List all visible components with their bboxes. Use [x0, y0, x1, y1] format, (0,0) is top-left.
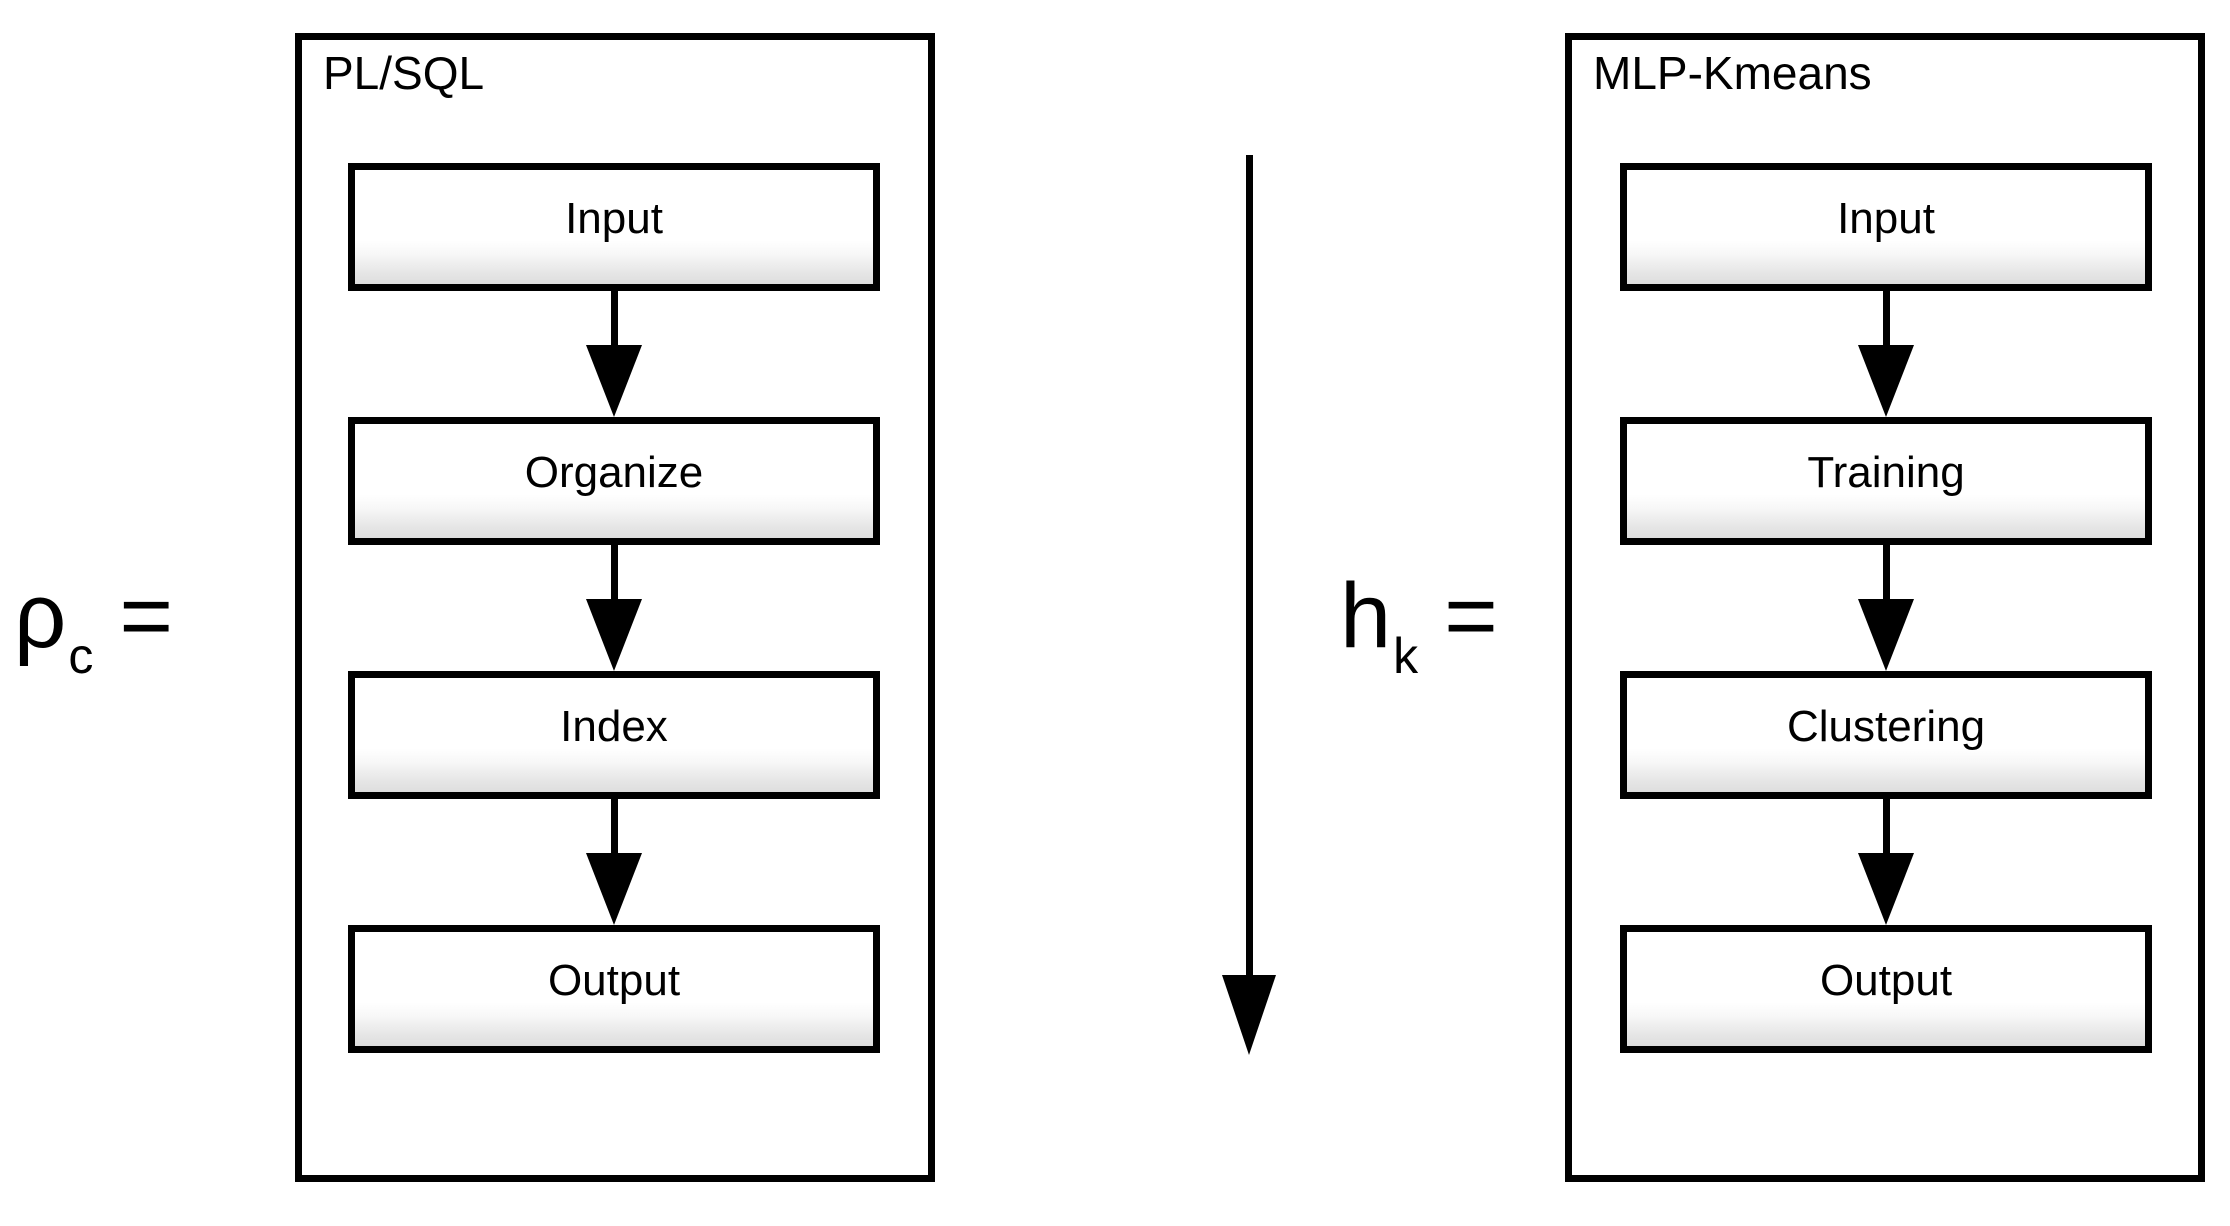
- arrow-head-icon: [1858, 345, 1914, 417]
- right-step-box-clustering[interactable]: Clustering: [1620, 671, 2152, 799]
- arrow-stem: [611, 545, 618, 601]
- left-step-label-output: Output: [547, 956, 681, 1005]
- left-equation-subscript: c: [68, 628, 94, 684]
- right-panel-title: MLP-Kmeans: [1593, 47, 1872, 99]
- arrow-head-icon: [586, 853, 642, 925]
- right-arrow-input-to-training: [1858, 291, 1914, 417]
- middle-equation-subscript: k: [1393, 628, 1419, 684]
- left-step-box-index[interactable]: Index: [348, 671, 880, 799]
- left-equation-label: ρ c =: [14, 565, 174, 681]
- right-step-box-output[interactable]: Output: [1620, 925, 2152, 1053]
- right-step-label-output: Output: [1819, 956, 1953, 1005]
- middle-equation-variable: h: [1340, 565, 1392, 667]
- middle-equation-operator: =: [1444, 565, 1498, 667]
- arrow-head-icon: [1222, 975, 1276, 1055]
- left-arrow-organize-to-index: [586, 545, 642, 671]
- arrow-stem: [1883, 291, 1890, 347]
- right-arrow-clustering-to-output: [1858, 799, 1914, 925]
- right-step-box-training[interactable]: Training: [1620, 417, 2152, 545]
- right-step-label-clustering: Clustering: [1786, 702, 1986, 751]
- left-step-box-input[interactable]: Input: [348, 163, 880, 291]
- right-step-box-input[interactable]: Input: [1620, 163, 2152, 291]
- arrow-stem: [611, 291, 618, 347]
- left-step-label-organize: Organize: [524, 448, 704, 497]
- arrow-head-icon: [586, 599, 642, 671]
- right-step-label-training: Training: [1807, 448, 1965, 497]
- right-arrow-training-to-clustering: [1858, 545, 1914, 671]
- arrow-stem: [1246, 155, 1253, 977]
- middle-equation-label: h k =: [1340, 565, 1498, 681]
- left-step-label-input: Input: [565, 194, 663, 243]
- left-step-box-organize[interactable]: Organize: [348, 417, 880, 545]
- arrow-stem: [1883, 799, 1890, 855]
- right-step-label-input: Input: [1837, 194, 1935, 243]
- left-equation-operator: =: [119, 565, 174, 667]
- left-equation-variable: ρ: [14, 565, 67, 667]
- left-arrow-input-to-organize: [586, 291, 642, 417]
- left-step-label-index: Index: [560, 702, 668, 751]
- arrow-head-icon: [586, 345, 642, 417]
- left-step-box-output[interactable]: Output: [348, 925, 880, 1053]
- arrow-stem: [611, 799, 618, 855]
- arrow-stem: [1883, 545, 1890, 601]
- arrow-head-icon: [1858, 853, 1914, 925]
- left-arrow-index-to-output: [586, 799, 642, 925]
- center-flow-arrow: [1222, 155, 1276, 1057]
- left-panel-title: PL/SQL: [323, 47, 485, 99]
- arrow-head-icon: [1858, 599, 1914, 671]
